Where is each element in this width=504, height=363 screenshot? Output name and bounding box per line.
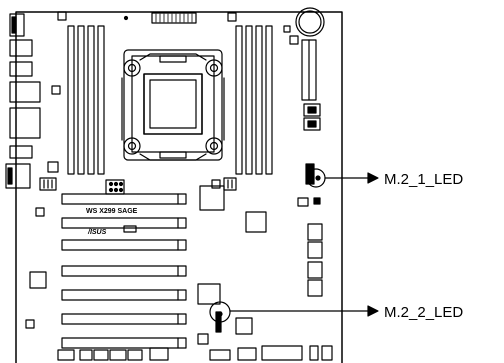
component-square bbox=[29, 271, 47, 289]
component-square bbox=[297, 197, 309, 207]
component-square bbox=[51, 85, 61, 95]
rear-io-ports bbox=[5, 13, 41, 189]
component-stack bbox=[307, 223, 323, 297]
header-connector bbox=[223, 177, 237, 191]
component-square bbox=[211, 179, 221, 189]
model-silkscreen: WS X299 SAGE bbox=[86, 208, 138, 215]
atx-power-connector bbox=[301, 39, 317, 101]
component-square bbox=[313, 197, 321, 205]
component-square bbox=[283, 25, 291, 33]
component-square bbox=[197, 283, 221, 305]
callout-leader-m2-2 bbox=[229, 305, 379, 317]
callout-label-m2-2: M.2_2_LED bbox=[384, 304, 463, 321]
m2-1-led-component bbox=[305, 163, 326, 188]
bottom-headers bbox=[57, 345, 333, 361]
component-square bbox=[25, 319, 35, 329]
component-square bbox=[47, 161, 59, 173]
cpu-socket bbox=[121, 49, 225, 161]
component-square bbox=[227, 12, 237, 22]
component-square bbox=[235, 317, 253, 335]
header-connector bbox=[39, 177, 57, 191]
component-square bbox=[35, 207, 45, 217]
cmos-battery bbox=[295, 7, 325, 37]
dimm-slots-right bbox=[235, 25, 273, 175]
component-square bbox=[289, 35, 299, 45]
board-outline bbox=[15, 11, 343, 363]
sata-connectors bbox=[303, 103, 321, 131]
component-square bbox=[245, 211, 267, 233]
top-header bbox=[151, 12, 197, 24]
component-square bbox=[57, 11, 67, 21]
chipset bbox=[199, 185, 225, 211]
component-dot bbox=[123, 15, 129, 21]
component-square bbox=[123, 225, 137, 233]
callout-leader-m2-1 bbox=[324, 172, 379, 184]
fan-header bbox=[105, 179, 125, 195]
pcie-slots bbox=[61, 193, 187, 349]
callout-label-m2-1: M.2_1_LED bbox=[384, 171, 463, 188]
component-square bbox=[197, 333, 209, 345]
m2-2-led-component bbox=[209, 301, 231, 333]
dimm-slots-left bbox=[67, 25, 105, 175]
brand-silkscreen: /ISUS bbox=[87, 229, 107, 236]
